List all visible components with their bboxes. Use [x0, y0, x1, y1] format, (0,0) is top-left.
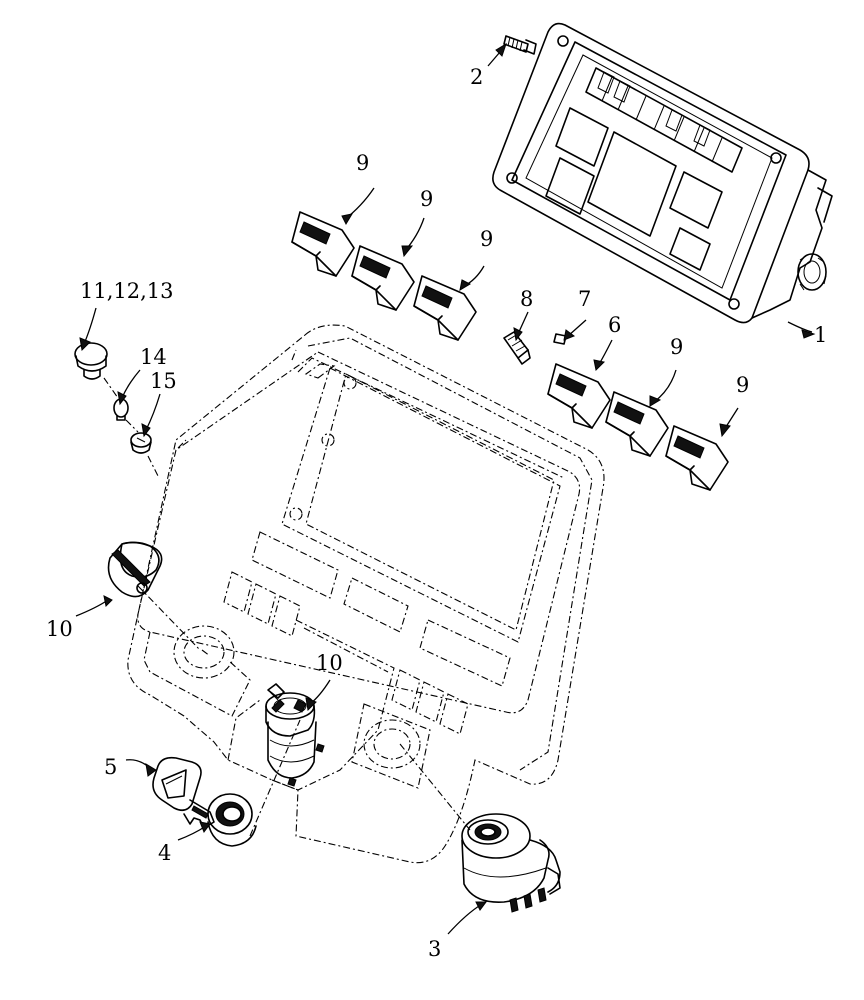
rocker-switch: [351, 245, 415, 311]
callout-1: 1: [814, 323, 827, 347]
callout-9: 9: [420, 187, 433, 211]
callout-9: 9: [356, 151, 369, 175]
callout-8: 8: [520, 287, 533, 311]
callout-10: 10: [46, 617, 73, 641]
callout-7: 7: [578, 287, 591, 311]
screw: [503, 35, 537, 55]
callout-2: 2: [470, 65, 483, 89]
callout-5: 5: [104, 755, 117, 779]
callout-9: 9: [480, 227, 493, 251]
callout-10: 10: [316, 651, 343, 675]
callout-14: 14: [140, 345, 167, 369]
leader-lines: [75, 51, 813, 935]
rocker-switch: [547, 363, 611, 429]
callout-11-12-13: 11,12,13: [80, 279, 174, 303]
lamp-socket: [130, 432, 152, 454]
callout-4: 4: [158, 841, 171, 865]
dash-panel: [127, 324, 605, 864]
indicator-housing: [74, 342, 108, 380]
instrument-cluster: [492, 22, 833, 324]
callout-3: 3: [428, 937, 441, 961]
bulb: [503, 331, 531, 365]
callout-9: 9: [670, 335, 683, 359]
rocker-switch: [605, 391, 669, 457]
callout-labels: 1 2 3 4 5 6 7 8 9 9 9 9 9 10 10 11,12,13…: [46, 65, 827, 961]
callout-9: 9: [736, 373, 749, 397]
lens: [553, 333, 567, 345]
callout-6: 6: [608, 313, 621, 337]
ignition-key: [152, 756, 215, 829]
bezel-ring: [207, 793, 257, 847]
ignition-switch: [461, 813, 561, 913]
rocker-switch: [665, 425, 729, 491]
rocker-switch: [291, 211, 355, 277]
arrowheads: [79, 42, 816, 911]
rocker-switch: [413, 275, 477, 341]
assembly-axis-line: [103, 377, 159, 477]
knob-cap: [107, 541, 163, 598]
rotary-switch: [265, 683, 325, 787]
callout-15: 15: [150, 369, 177, 393]
